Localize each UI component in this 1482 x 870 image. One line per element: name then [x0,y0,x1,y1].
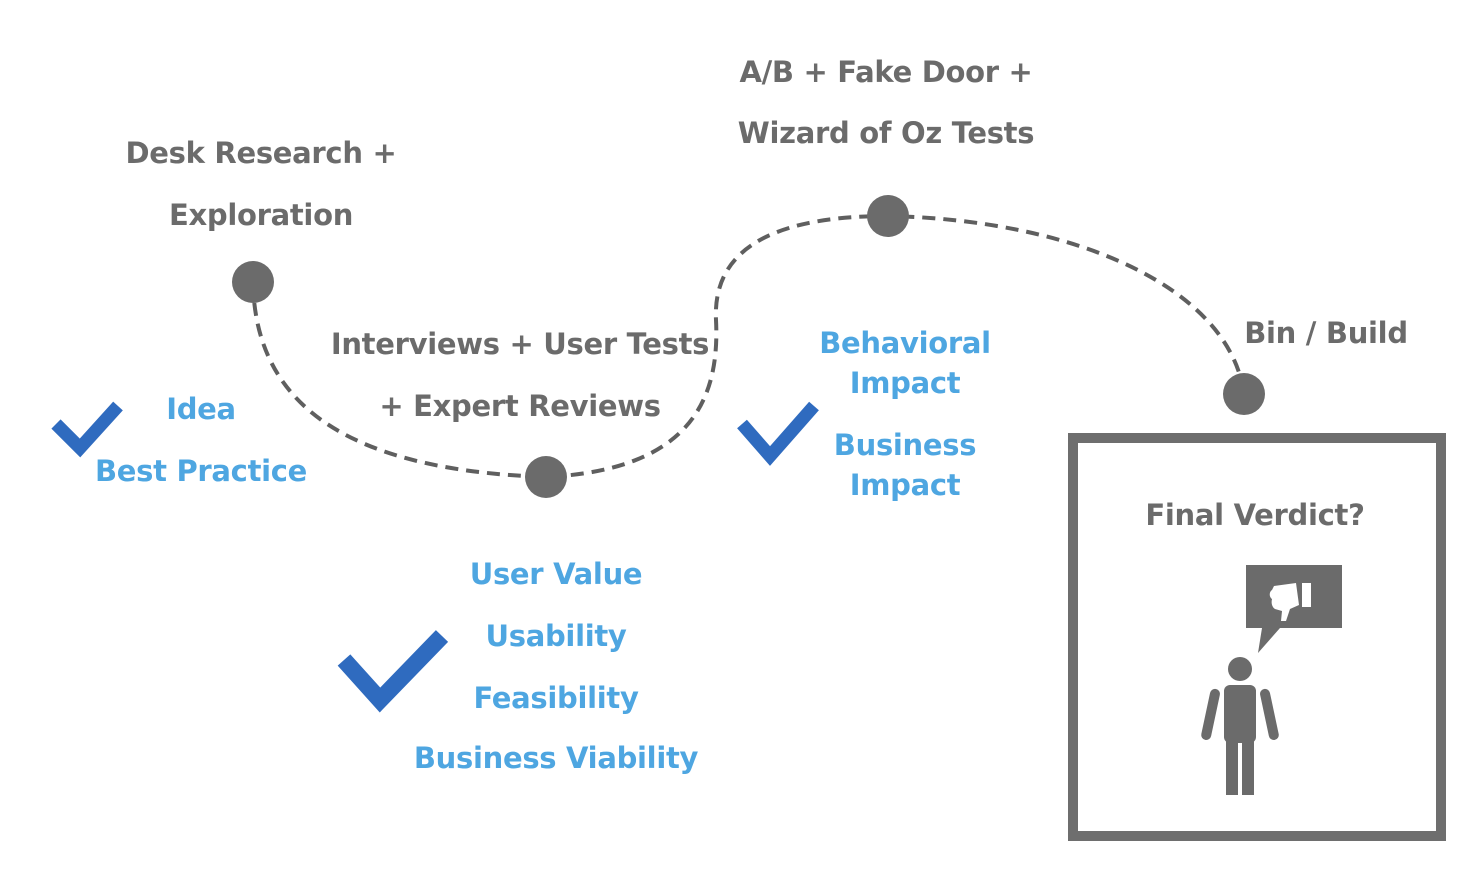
final-verdict-box: Final Verdict? [1068,433,1446,841]
stage-label-bin: Bin / Build [1244,316,1408,350]
stage-node-ab [867,195,909,237]
checkmark-icon [51,401,123,458]
final-verdict-title: Final Verdict? [1145,498,1365,532]
validation-behavioral: Behavioral [819,326,991,360]
validation-business-viability: Business Viability [413,741,699,775]
stage-label-interviews-line2: + Expert Reviews [379,389,661,423]
speech-bubble-icon [1246,565,1342,653]
thumbs-down-icon [1269,583,1311,621]
validation-behavioral-impact: Impact [849,366,961,400]
validation-usability: Usability [485,619,627,653]
stage-node-interviews [525,456,567,498]
stage-label-ab-line2: Wizard of Oz Tests [737,116,1035,150]
validation-best-practice: Best Practice [94,454,308,488]
validation-user-value: User Value [469,557,643,591]
validation-feasibility: Feasibility [473,681,639,715]
person-icon [1201,657,1279,795]
stage-label-interviews-line1: Interviews + User Tests [330,327,710,361]
checkmark-icon [337,630,449,713]
validation-business: Business [833,428,977,462]
validation-idea: Idea [166,392,236,426]
journey-path [251,213,1246,480]
stage-node-bin [1223,373,1265,415]
stage-label-desk-line1: Desk Research + [125,136,397,170]
stage-label-ab-line1: A/B + Fake Door + [739,55,1033,89]
stage-node-desk [232,261,274,303]
checkmark-icon [737,401,819,466]
stage-label-desk-line2: Exploration [168,198,354,232]
validation-business-impact: Impact [849,468,961,502]
